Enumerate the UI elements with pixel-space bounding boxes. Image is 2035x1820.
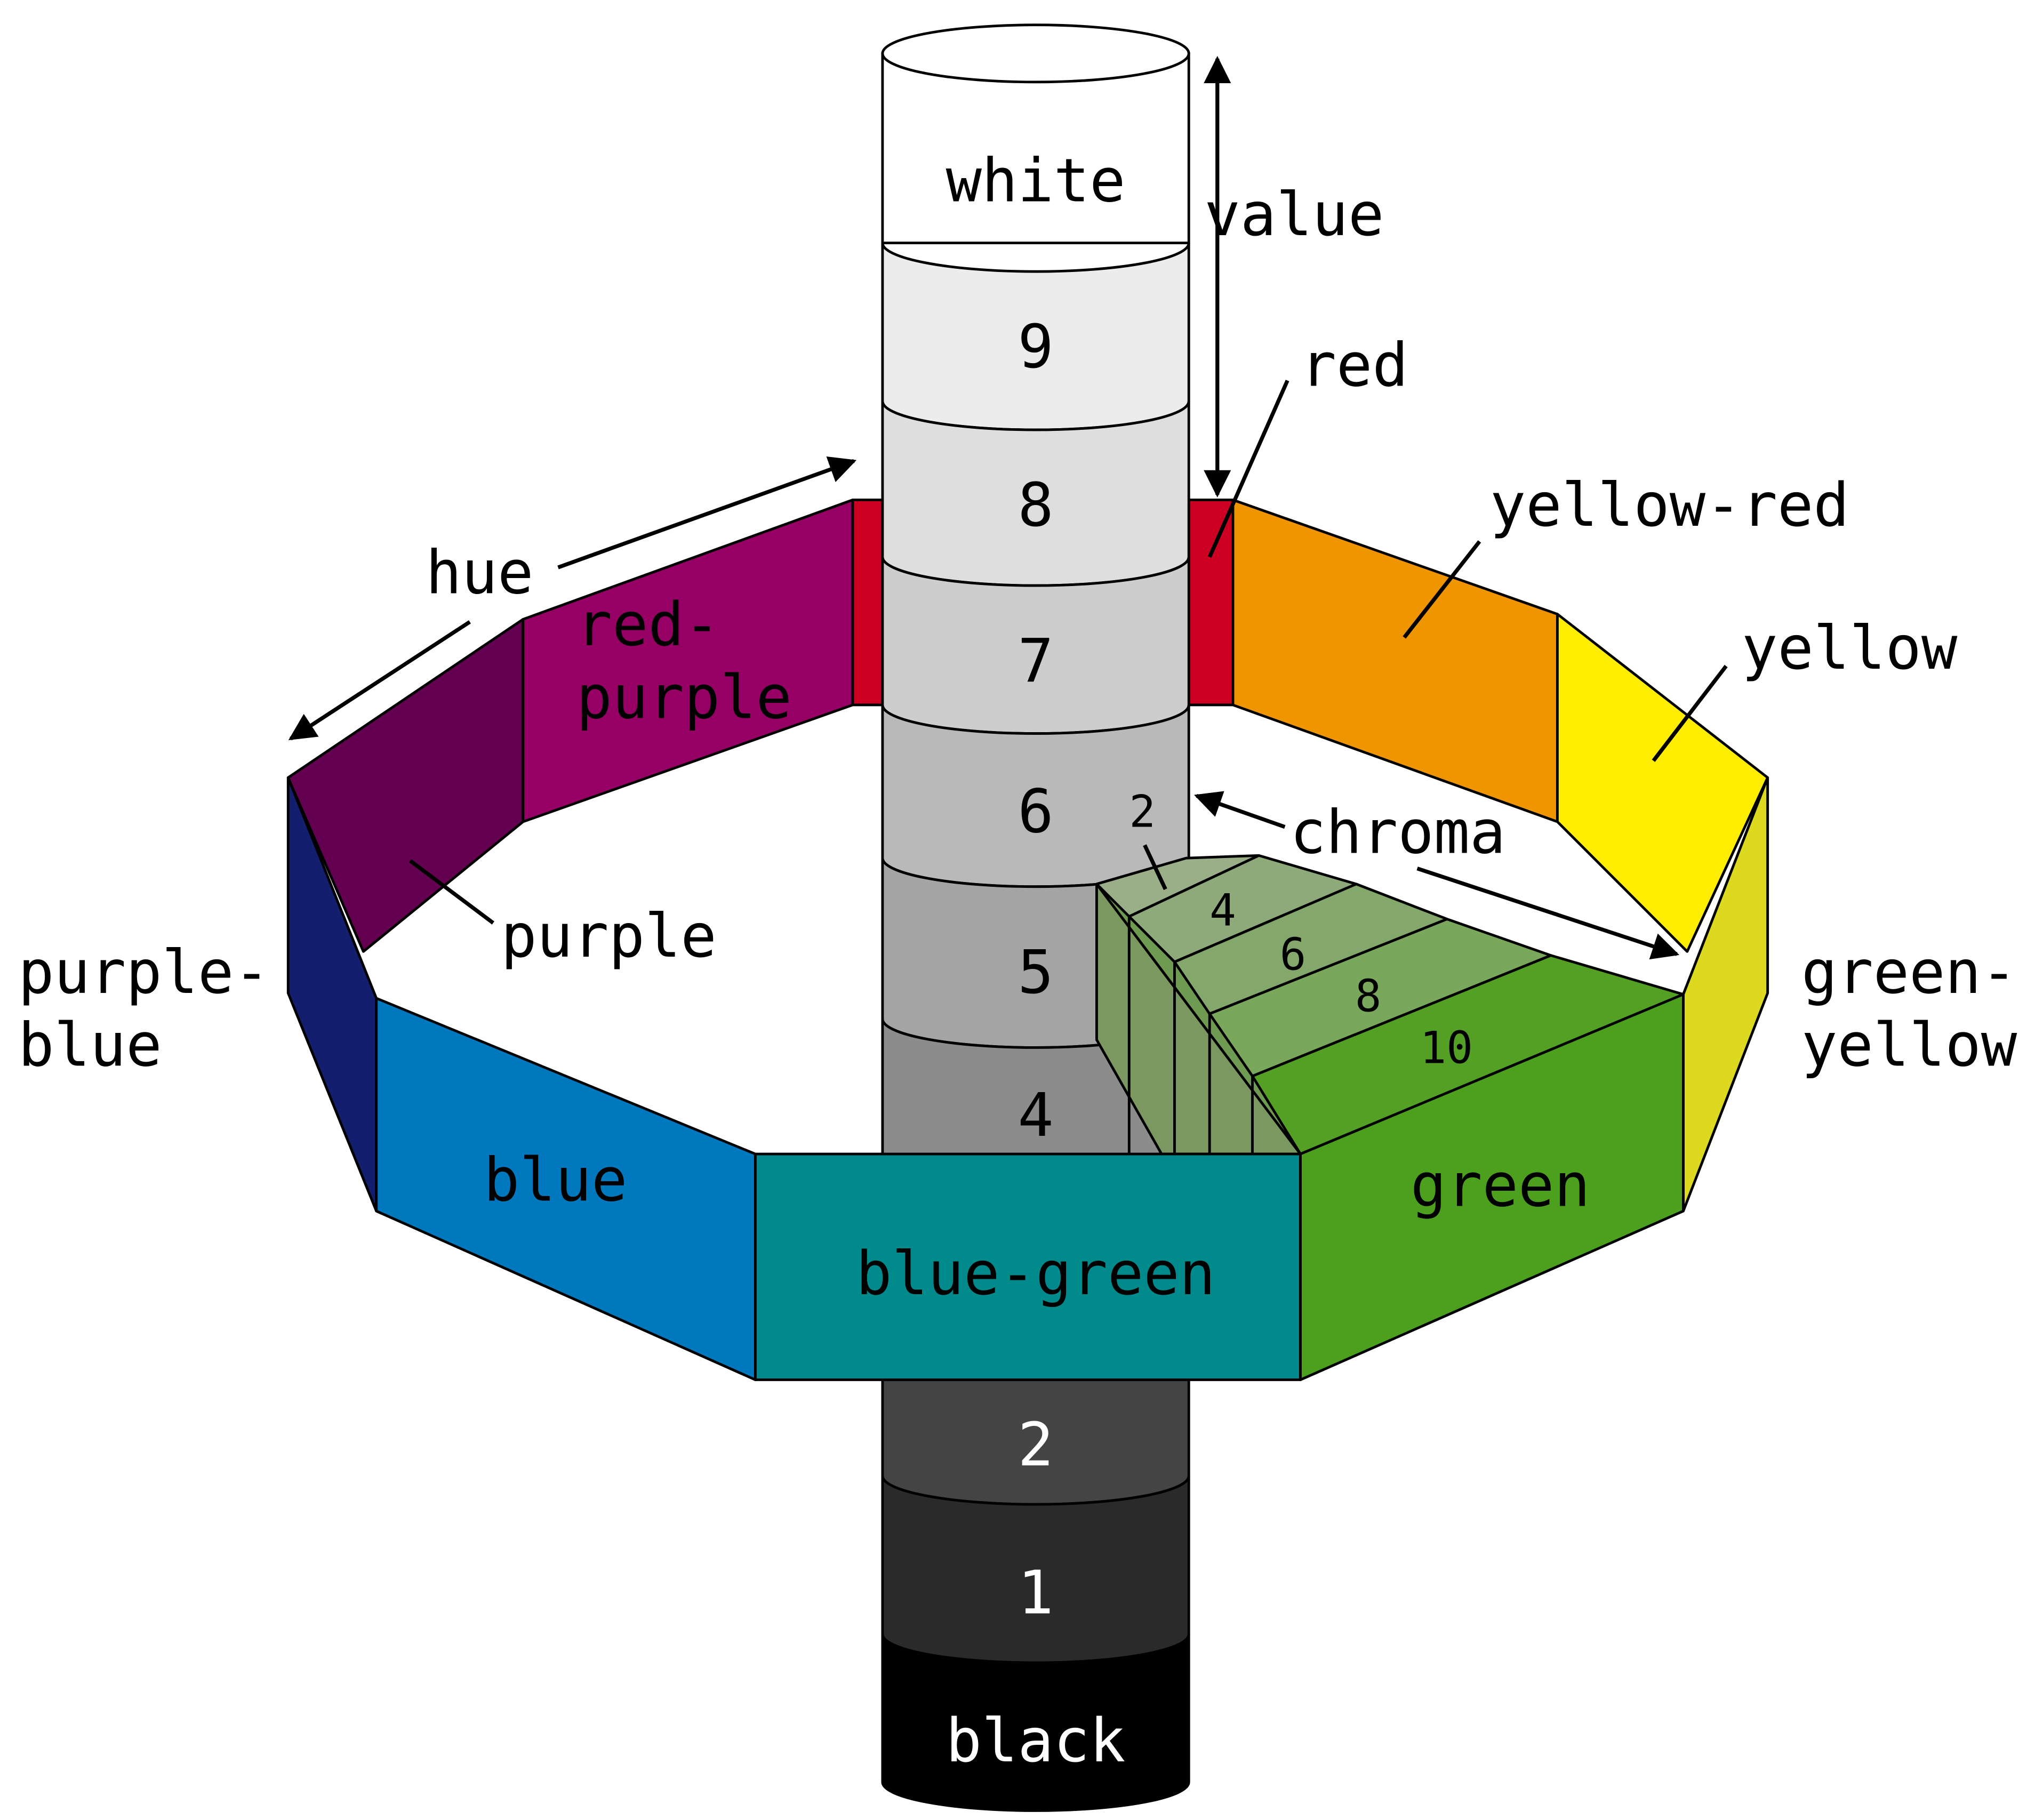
column-label-6: 6 bbox=[1018, 777, 1053, 846]
hue-axis-label: hue bbox=[426, 539, 533, 608]
chroma-wedge bbox=[1095, 854, 1685, 1156]
chroma-label-10: 10 bbox=[1420, 1022, 1473, 1074]
column-label-white: white bbox=[946, 147, 1126, 216]
chroma-label-8: 8 bbox=[1355, 970, 1382, 1022]
hue-arrow-lower bbox=[288, 620, 471, 741]
column-label-4: 4 bbox=[1018, 1081, 1053, 1150]
hue-ring-back bbox=[286, 499, 1769, 1213]
hue-label-red-purple-line1: red- bbox=[576, 590, 720, 660]
hue-label-blue: blue bbox=[484, 1146, 628, 1215]
yellow-red-leader bbox=[1403, 540, 1481, 639]
column-segment-black bbox=[881, 1634, 1190, 1812]
purple-leader bbox=[408, 859, 494, 925]
hue-ring-front bbox=[375, 993, 1685, 1381]
red-panel-right bbox=[1187, 499, 1235, 707]
annotation-lines bbox=[288, 55, 1728, 960]
column-top-cap bbox=[881, 23, 1190, 84]
hue-label-green: green bbox=[1411, 1151, 1590, 1220]
chroma-label-2: 2 bbox=[1129, 786, 1156, 838]
chroma-axis-label: chroma bbox=[1290, 798, 1505, 867]
hue-label-yellow-red: yellow-red bbox=[1490, 471, 1849, 540]
yellow-panel bbox=[1556, 613, 1769, 953]
hue-label-blue-green: blue-green bbox=[856, 1239, 1215, 1309]
chroma-label-6: 6 bbox=[1280, 928, 1307, 980]
hue-label-red-purple-line2: purple bbox=[576, 663, 792, 732]
hue-label-purple-blue-line2: blue bbox=[18, 1011, 162, 1080]
chroma-2-leader bbox=[1143, 844, 1167, 891]
chroma-arrow-short bbox=[1194, 791, 1286, 829]
column-label-7: 7 bbox=[1018, 627, 1053, 696]
value-column bbox=[881, 23, 1190, 1812]
hue-arrow-upper bbox=[557, 456, 857, 570]
hue-label-green-yellow-line1: green- bbox=[1801, 938, 2017, 1007]
hue-label-green-yellow-line2: yellow bbox=[1801, 1011, 2017, 1080]
red-leader bbox=[1207, 380, 1289, 558]
hue-label-purple: purple bbox=[501, 902, 716, 971]
hue-label-red: red bbox=[1301, 331, 1408, 400]
chroma-arrow-long bbox=[1416, 867, 1680, 960]
column-label-8: 8 bbox=[1018, 471, 1053, 540]
column-label-1: 1 bbox=[1018, 1559, 1053, 1628]
hue-label-yellow: yellow bbox=[1742, 614, 1958, 683]
yellow-red-panel bbox=[1231, 499, 1559, 823]
red-purple-panel bbox=[522, 499, 854, 823]
column-label-9: 9 bbox=[1018, 312, 1053, 382]
column-label-black: black bbox=[946, 1706, 1126, 1776]
labels: white 9 8 7 6 5 4 2 1 black value hue ch… bbox=[18, 147, 2017, 1776]
red-panel-left bbox=[851, 499, 884, 707]
value-axis-label: value bbox=[1204, 180, 1384, 250]
green-panel bbox=[1299, 993, 1685, 1381]
column-label-2: 2 bbox=[1018, 1410, 1053, 1480]
chroma-label-4: 4 bbox=[1209, 885, 1236, 936]
hue-label-purple-blue-line1: purple- bbox=[18, 938, 270, 1007]
column-label-5: 5 bbox=[1018, 938, 1053, 1007]
yellow-leader bbox=[1652, 664, 1728, 762]
